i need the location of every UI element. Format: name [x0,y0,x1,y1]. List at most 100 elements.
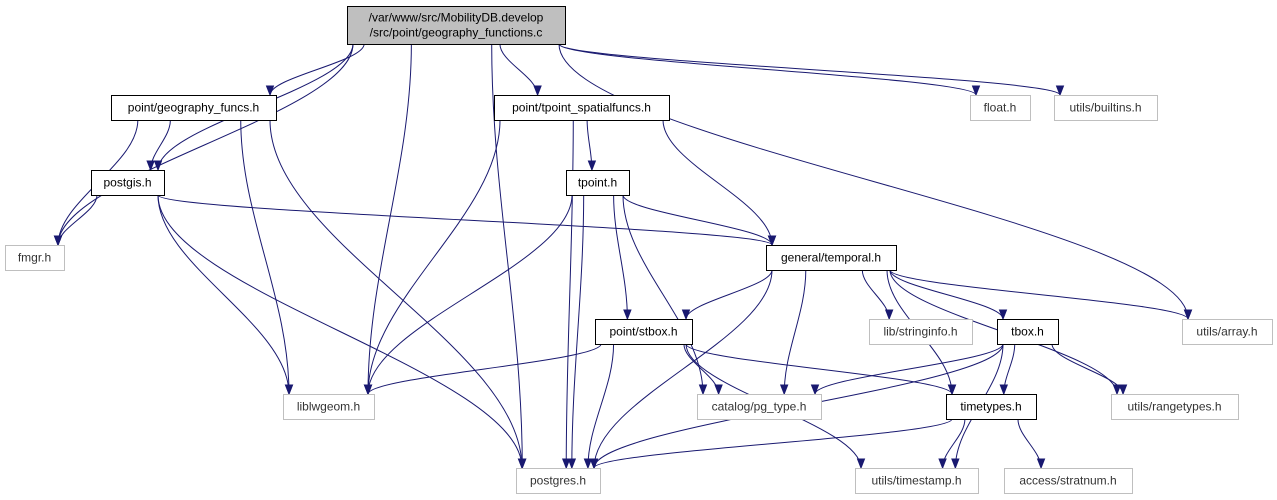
edge-geography_funcs-to-postgis [146,119,171,172]
node-label: postgis.h [103,176,151,190]
arrowhead-icon [998,309,1008,321]
node-label: utils/timestamp.h [871,474,961,488]
edge-line [157,194,290,395]
edge-line [367,43,412,395]
edge-tpoint-to-liblwgeom [363,194,573,396]
node-timestamp: utils/timestamp.h [855,468,979,494]
arrowhead-icon [714,384,723,396]
edge-tbox-to-rangetypes [1051,343,1128,396]
node-stbox[interactable]: point/stbox.h [595,319,693,345]
node-fmgr: fmgr.h [5,245,65,271]
node-temporal[interactable]: general/temporal.h [766,245,897,271]
edge-line [367,343,602,395]
arrowhead-icon [999,384,1009,396]
edge-line [367,119,501,395]
node-label: float.h [984,101,1017,115]
edge-temporal-to-tbox [889,269,1008,321]
node-tpoint[interactable]: tpoint.h [566,170,630,196]
node-box [997,319,1059,345]
node-box [1004,468,1133,494]
node-box [1111,394,1239,420]
node-array: utils/array.h [1182,319,1273,345]
edge-root-to-fmgr [53,43,354,247]
arrowhead-icon [1183,309,1193,321]
arrowhead-icon [938,458,947,470]
edge-temporal-to-array [889,269,1193,321]
node-label: access/stratnum.h [1019,474,1116,488]
arrowhead-icon [284,384,294,396]
edge-line [861,269,890,320]
node-box [516,468,601,494]
node-label: fmgr.h [18,251,51,265]
edge-root-to-array [558,43,1193,321]
node-label: point/geography_funcs.h [128,101,259,115]
edge-line [613,194,628,320]
edge-line [571,194,585,469]
node-tbox[interactable]: tbox.h [997,319,1059,345]
edge-timetypes-to-stratnum [1017,418,1046,470]
node-label: tbox.h [1011,325,1044,339]
node-geography_funcs[interactable]: point/geography_funcs.h [111,95,277,121]
edge-line [157,194,523,469]
node-box [855,468,979,494]
arrowhead-icon [517,458,527,470]
edge-tpoint-to-pg_type [622,194,708,396]
edge-timetypes-to-timestamp [938,418,966,470]
edge-line [622,194,773,246]
edge-line [240,119,290,395]
edge-temporal-to-stringinfo [861,269,894,321]
node-timetypes[interactable]: timetypes.h [946,394,1037,420]
edge-line [593,269,773,469]
edge-stbox-to-timetypes [685,343,957,396]
arrowhead-icon [884,309,894,321]
arrowhead-icon [779,384,789,396]
edge-line [269,43,365,96]
node-box [494,95,670,121]
edge-line [593,418,953,469]
arrowhead-icon [1036,458,1046,470]
node-box [283,394,375,420]
edge-temporal-to-stbox [681,269,773,321]
edge-line [685,269,773,320]
edge-stbox-to-pg_type [683,343,723,396]
edge-root-to-float [558,43,981,97]
edge-root-to-liblwgeom [363,43,412,396]
arrowhead-icon [698,384,708,396]
node-float: float.h [970,95,1031,121]
node-label: point/stbox.h [609,325,677,339]
edge-line [662,119,773,246]
node-box [869,319,973,345]
node-box [970,95,1031,121]
edge-line [558,43,977,96]
edge-stbox-to-liblwgeom [363,343,602,396]
arrowhead-icon [856,458,866,470]
edge-line [157,194,773,246]
node-stratnum: access/stratnum.h [1004,468,1133,494]
node-tpoint_spatialfuncs[interactable]: point/tpoint_spatialfuncs.h [494,95,670,121]
node-box [111,95,277,121]
node-label: timetypes.h [960,400,1021,414]
node-stringinfo: lib/stringinfo.h [869,319,973,345]
edge-postgis-to-fmgr [53,194,98,247]
node-postgres: postgres.h [516,468,601,494]
arrowhead-icon [561,458,571,470]
arrowhead-icon [1055,85,1065,97]
arrowhead-icon [587,160,597,172]
node-label: liblwgeom.h [297,400,360,414]
edge-tpoint_spatialfuncs-to-postgres [561,119,574,470]
arrowhead-icon [971,85,981,97]
arrowhead-icon [623,309,632,321]
nodes-layer: /var/www/src/MobilityDB.develop/src/poin… [5,6,1273,494]
edge-temporal-to-pg_type [779,269,807,396]
edge-tbox-to-timetypes [999,343,1016,396]
edge-stbox-to-postgres [583,343,615,470]
node-postgis[interactable]: postgis.h [91,170,165,196]
edge-tpoint_spatialfuncs-to-liblwgeom [363,119,501,396]
edge-line [1017,418,1042,469]
edge-tpoint_spatialfuncs-to-tpoint [586,119,597,172]
node-box [697,394,822,420]
node-box [566,170,630,196]
node-root[interactable]: /var/www/src/MobilityDB.develop/src/poin… [347,6,566,45]
edge-root-to-geography_funcs [265,43,365,97]
